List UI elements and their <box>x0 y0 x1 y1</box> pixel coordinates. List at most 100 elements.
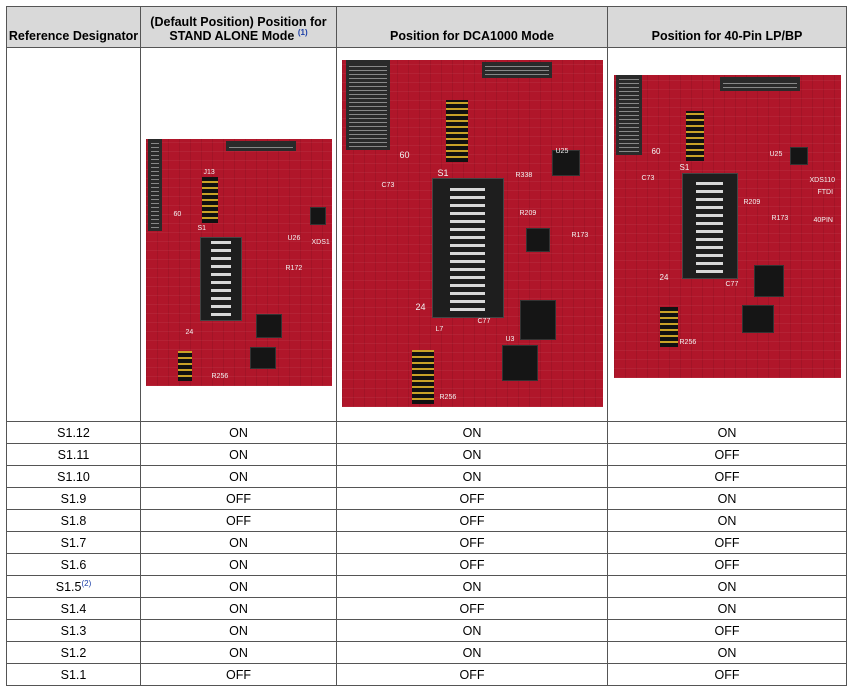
silk-label: R173 <box>571 231 589 239</box>
table-row: S1.1 OFF OFF OFF <box>6 663 847 686</box>
standalone-value-cell: ON <box>140 421 337 444</box>
dca1000-value-cell: ON <box>336 641 608 664</box>
ref-designator-cell: S1.10 <box>6 465 141 488</box>
silk-label: R256 <box>679 338 697 346</box>
silk-label: FTDI <box>817 188 834 196</box>
header-standalone-mode: (Default Position) Position for STAND AL… <box>140 6 337 48</box>
lpbp-value-text: OFF <box>714 557 740 572</box>
silk-label: XDS1 <box>311 238 330 246</box>
chip-image <box>501 344 538 381</box>
lpbp-value-text: ON <box>717 579 737 594</box>
ref-designator-text: S1.5 <box>55 579 82 594</box>
ref-designator-text: S1.11 <box>57 447 90 462</box>
ref-designator-text: S1.6 <box>60 557 87 572</box>
silk-label: 24 <box>185 328 194 336</box>
silk-label: C73 <box>641 174 655 182</box>
lpbp-value-cell: ON <box>607 487 847 510</box>
dca1000-value-text: OFF <box>459 557 485 572</box>
silk-label: J13 <box>203 168 215 176</box>
lpbp-value-text: ON <box>717 425 737 440</box>
ref-designator-text: S1.4 <box>60 601 87 616</box>
lpbp-value-cell: OFF <box>607 553 847 576</box>
silk-label: 60 <box>399 149 410 160</box>
lpbp-value-cell: ON <box>607 641 847 664</box>
silk-label: R256 <box>211 372 229 380</box>
silk-label: R209 <box>519 209 537 217</box>
ref-designator-cell: S1.5(2) <box>6 575 141 598</box>
photo-cell-standalone: S1 U26 R172 J13 60 24 R256 XDS1 <box>140 47 337 422</box>
silk-label: C73 <box>381 181 395 189</box>
ref-designator-cell: S1.7 <box>6 531 141 554</box>
silk-label: 60 <box>651 146 661 156</box>
lpbp-value-cell: ON <box>607 575 847 598</box>
chip-image <box>525 227 550 252</box>
dca1000-value-cell: OFF <box>336 553 608 576</box>
silk-label: R173 <box>771 214 789 222</box>
ref-designator-text: S1.3 <box>60 623 87 638</box>
dca1000-value-text: OFF <box>459 535 485 550</box>
chip-image <box>551 149 580 176</box>
dip-switch-s1-image <box>199 236 242 321</box>
standalone-value-cell: OFF <box>140 663 337 686</box>
lpbp-value-text: OFF <box>714 469 740 484</box>
dca1000-value-text: OFF <box>459 491 485 506</box>
standalone-value-cell: OFF <box>140 487 337 510</box>
standalone-value-text: ON <box>229 535 248 550</box>
jumper-image <box>659 306 678 347</box>
table-row: S1.7 ON OFF OFF <box>6 531 847 554</box>
silk-label: R338 <box>515 171 533 179</box>
photo-row: S1 U26 R172 J13 60 24 R256 XDS1 <box>6 47 847 422</box>
lpbp-value-text: OFF <box>714 667 740 682</box>
footnote-ref[interactable]: (1) <box>297 27 308 37</box>
silk-label: XDS110 <box>809 176 836 184</box>
ref-designator-cell: S1.4 <box>6 597 141 620</box>
dip-switch-s1-image <box>681 172 738 279</box>
standalone-value-cell: OFF <box>140 509 337 532</box>
chip-image <box>789 146 808 165</box>
board-photo-lpbp: S1 C73 R209 R173 U25 60 24 R256 C77 FTDI… <box>613 74 841 378</box>
dca1000-value-cell: ON <box>336 443 608 466</box>
lpbp-value-cell: OFF <box>607 663 847 686</box>
standalone-value-text: ON <box>229 425 248 440</box>
dca1000-value-text: OFF <box>459 667 485 682</box>
standalone-value-cell: ON <box>140 641 337 664</box>
silk-label: L7 <box>435 325 444 333</box>
lpbp-value-text: ON <box>717 491 737 506</box>
standalone-value-cell: ON <box>140 575 337 598</box>
silk-label: U25 <box>769 150 783 158</box>
header-ref-designator: Reference Designator <box>6 6 141 48</box>
ref-designator-cell: S1.11 <box>6 443 141 466</box>
jumper-image <box>445 99 468 162</box>
ref-designator-cell: S1.2 <box>6 641 141 664</box>
ref-designator-cell: S1.8 <box>6 509 141 532</box>
standalone-value-cell: ON <box>140 531 337 554</box>
ref-designator-text: S1.12 <box>57 425 90 440</box>
lpbp-value-cell: ON <box>607 509 847 532</box>
lpbp-value-text: ON <box>717 645 737 660</box>
silk-label: C77 <box>725 280 739 288</box>
silk-label: C77 <box>477 317 491 325</box>
silk-label: 24 <box>415 301 426 312</box>
lpbp-value-text: OFF <box>714 535 740 550</box>
silk-label: U25 <box>555 147 569 155</box>
footnote-ref[interactable]: (2) <box>81 578 92 588</box>
standalone-value-text: OFF <box>226 491 251 506</box>
silk-label: 40PIN <box>813 216 833 224</box>
ref-designator-cell: S1.12 <box>6 421 141 444</box>
silk-label: S1 <box>437 167 449 178</box>
silk-label: 24 <box>659 272 669 282</box>
dca1000-value-cell: OFF <box>336 509 608 532</box>
silk-label: S1 <box>197 224 207 232</box>
dca1000-value-text: ON <box>462 425 482 440</box>
standalone-value-text: OFF <box>226 667 251 682</box>
ref-designator-text: S1.7 <box>60 535 87 550</box>
dca1000-value-cell: ON <box>336 575 608 598</box>
ref-designator-text: S1.1 <box>60 667 87 682</box>
standalone-value-cell: ON <box>140 465 337 488</box>
